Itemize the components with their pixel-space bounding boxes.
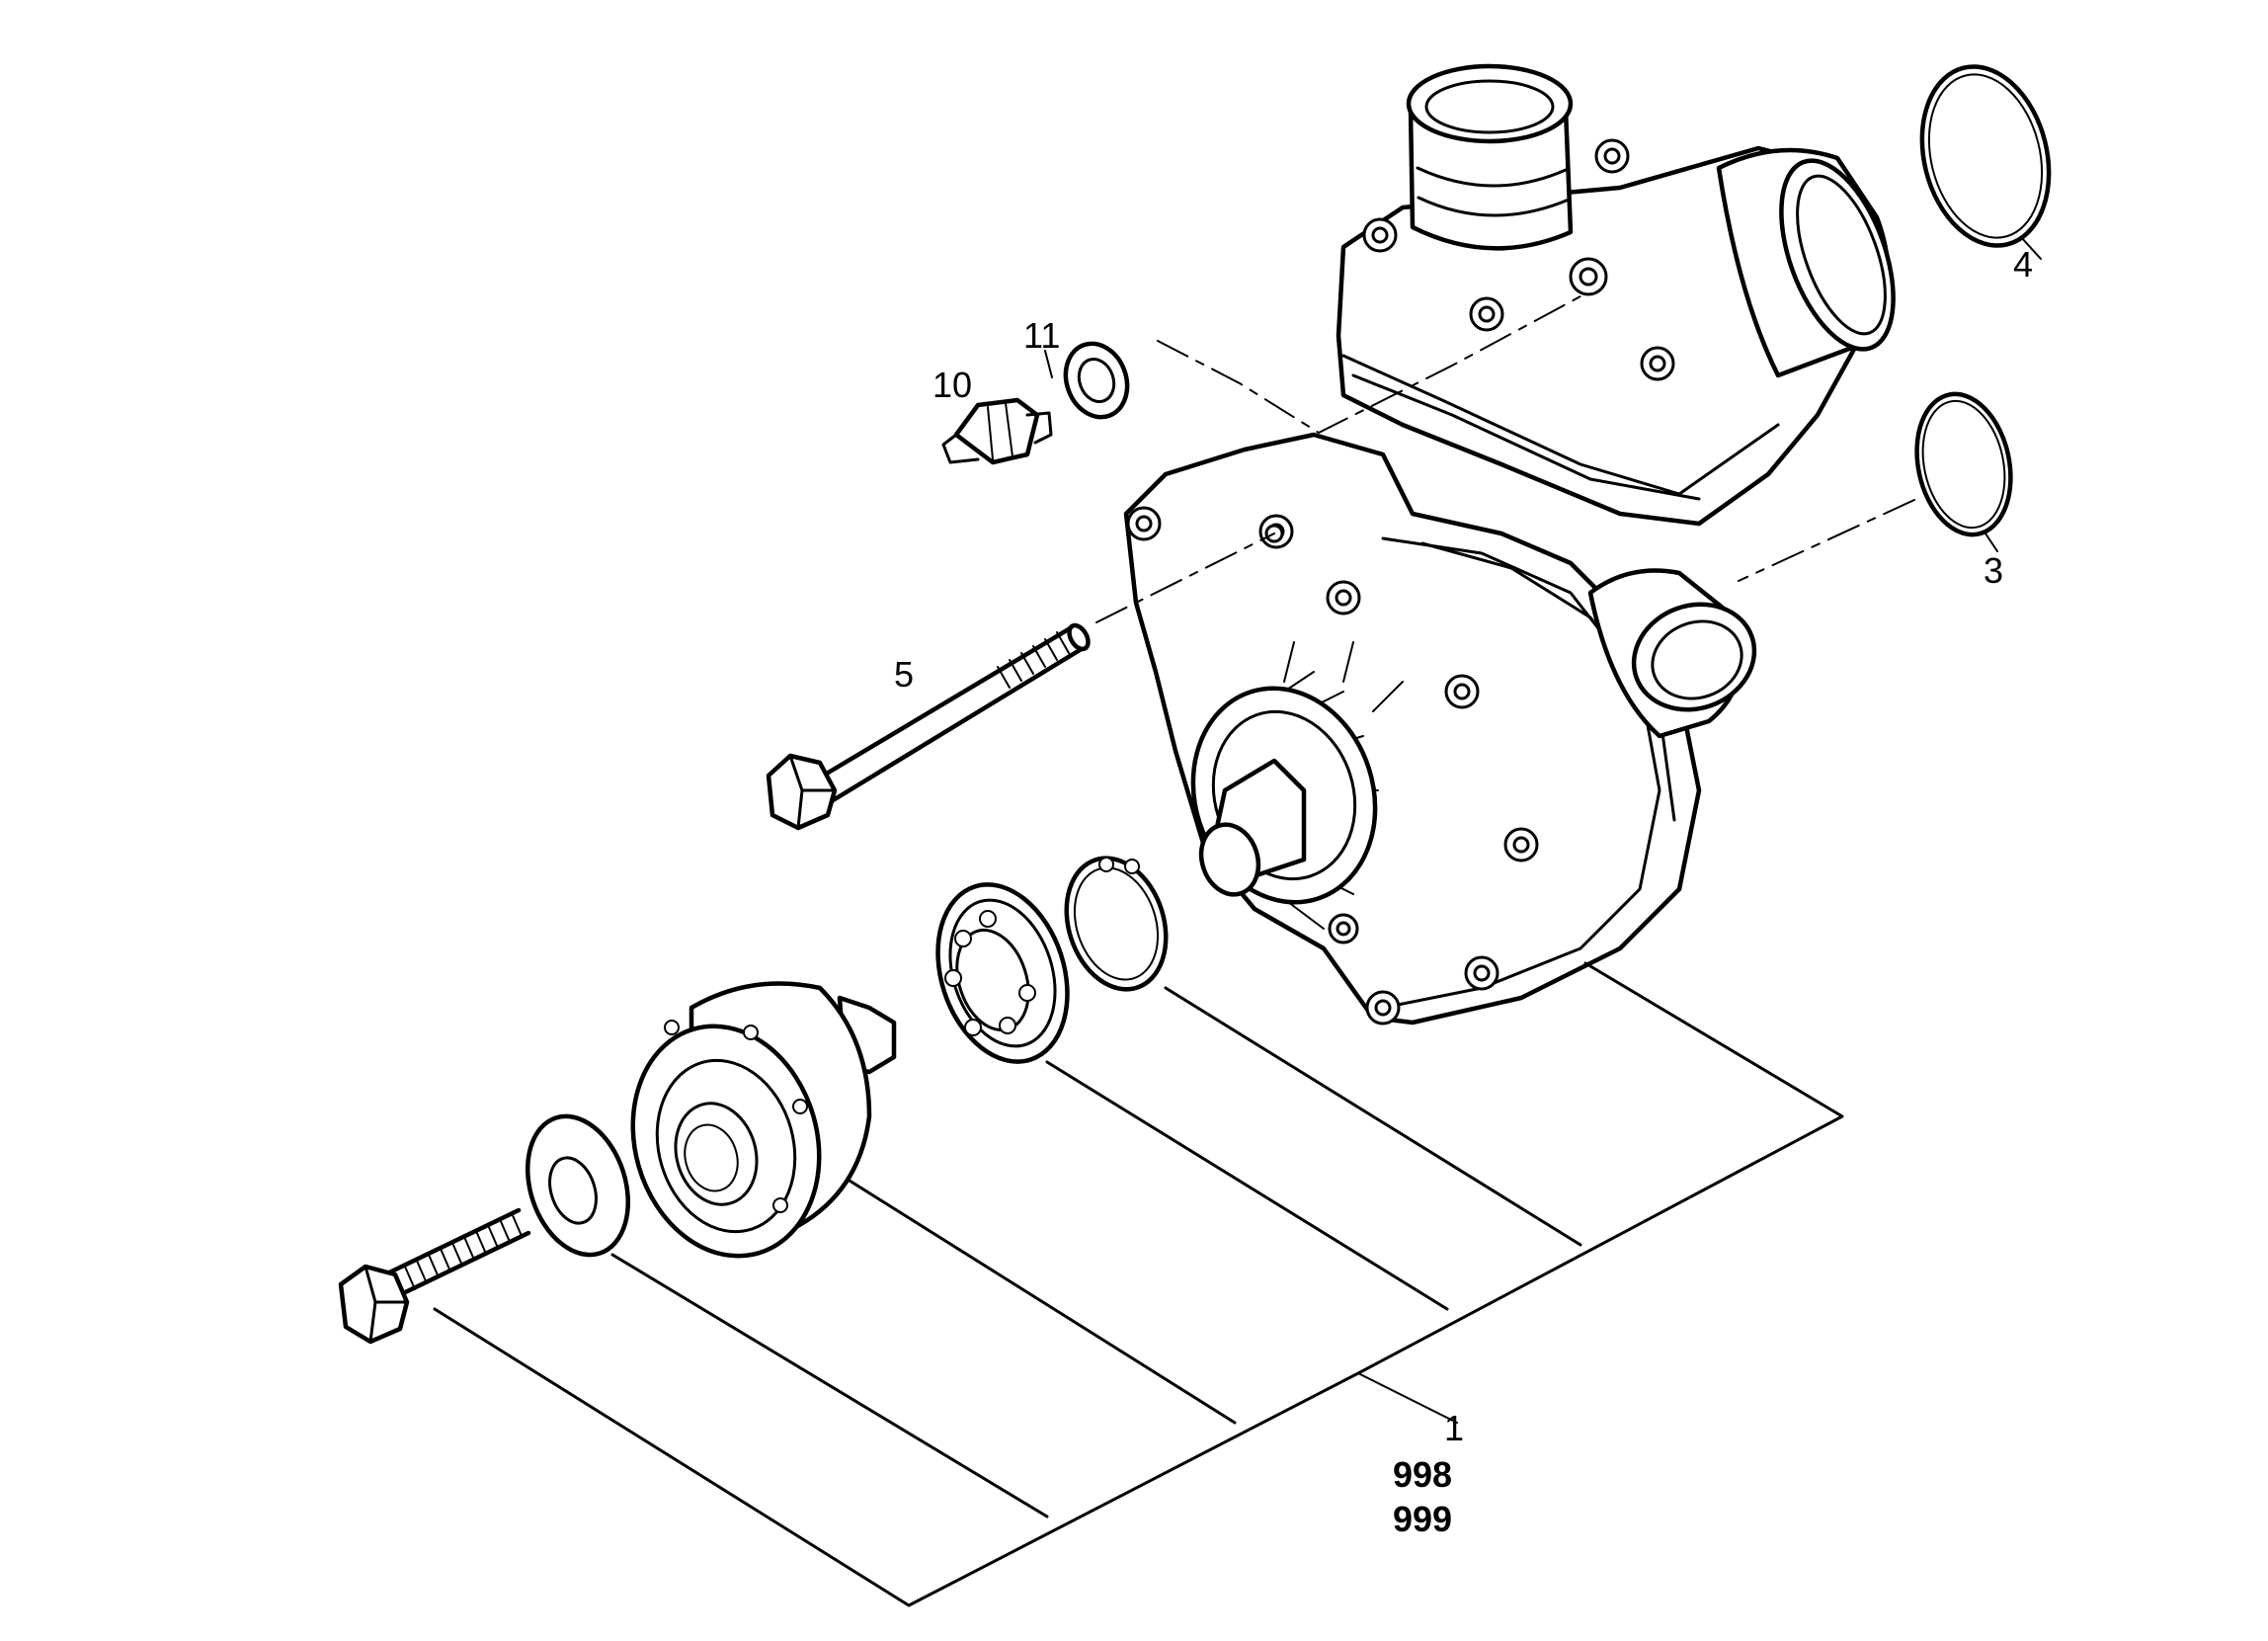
ball-bearing [935,882,1070,1064]
centerline-5 [1095,533,1275,623]
callout-5: 5 [894,654,915,695]
circlip [1064,856,1169,992]
centerline-10-11 [1157,295,1581,434]
assembly-bracket-lines [433,961,1844,1607]
temperature-sensor-10 [941,397,1053,465]
centerline-3 [1738,499,1915,582]
callout-998: 998 [1393,1454,1453,1495]
drive-hub-flange [630,981,897,1259]
o-ring-4 [1919,64,2052,260]
pump-housing [1123,63,1896,1026]
callout-3: 3 [1984,550,2004,591]
callout-10: 10 [932,365,973,405]
callout-4: 4 [2013,244,2034,285]
callout-1: 1 [1444,1408,1465,1448]
callout-11: 11 [1023,315,1061,356]
sealing-ring-11 [1063,341,1130,420]
leader-lines [1044,350,1053,378]
o-ring-3 [1914,391,2013,552]
callout-999: 999 [1393,1499,1453,1539]
long-bolt-5 [766,622,1091,831]
washer [525,1113,631,1258]
short-bolt [338,1207,531,1345]
